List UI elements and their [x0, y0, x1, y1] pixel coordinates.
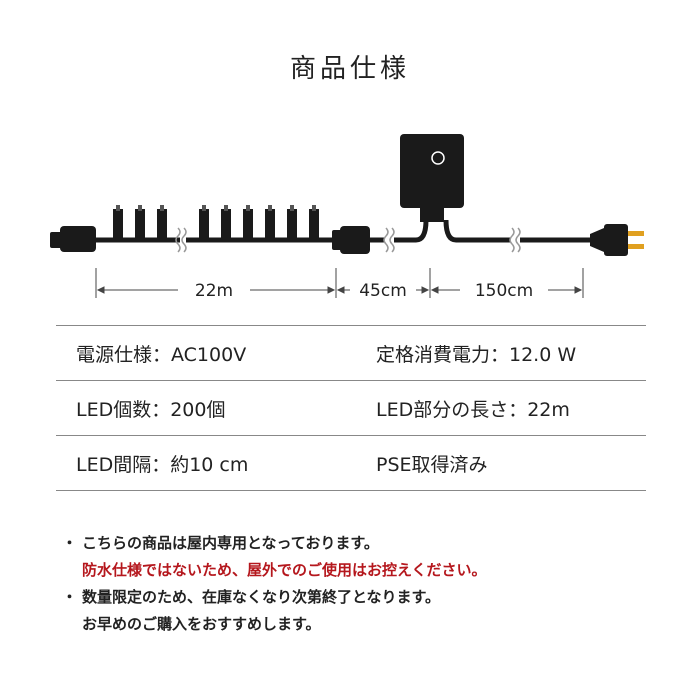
end-connector-icon: [50, 226, 96, 252]
bullet: ・: [62, 588, 78, 606]
dimension-lines: [95, 268, 584, 298]
note-buy-early: お早めのご購入をおすすめします。: [82, 615, 321, 633]
power-plug-icon: [590, 224, 644, 256]
dimension-middle: 45cm: [359, 281, 407, 301]
middle-connector-icon: [332, 226, 370, 254]
product-diagram: 22m 45cm 150cm: [50, 134, 644, 301]
cable-break-icon: [509, 227, 521, 253]
spec-led-spacing: LED間隔：約10 cm: [76, 453, 249, 476]
note-line: ・数量限定のため、在庫なくなり次第終了となります。: [62, 584, 662, 611]
spec-pse: PSE取得済み: [376, 453, 488, 476]
page-title: 商品仕様: [289, 54, 410, 84]
note-limited-stock: 数量限定のため、在庫なくなり次第終了となります。: [82, 588, 441, 606]
led-bulb-icon: [113, 205, 167, 240]
note-line: 防水仕様ではないため、屋外でのご使用はお控えください。: [62, 557, 662, 584]
spec-row: LED間隔：約10 cm PSE取得済み: [56, 436, 646, 491]
note-line: お早めのご購入をおすすめします。: [62, 611, 662, 638]
spec-led-count: LED個数：200個: [76, 398, 226, 421]
controller-box-icon: [400, 134, 464, 243]
note-line: ・こちらの商品は屋内専用となっております。: [62, 530, 662, 557]
cable-break-icon: [175, 227, 187, 253]
cable-break-icon: [383, 227, 395, 253]
dimension-plug-cord: 150cm: [475, 281, 533, 301]
spec-power-supply: 電源仕様：AC100V: [76, 343, 247, 366]
notes: ・こちらの商品は屋内専用となっております。 防水仕様ではないため、屋外でのご使用…: [62, 530, 662, 638]
spec-led-length: LED部分の長さ：22m: [376, 398, 570, 421]
dimension-led-part: 22m: [195, 281, 233, 301]
note-not-waterproof: 防水仕様ではないため、屋外でのご使用はお控えください。: [82, 561, 487, 579]
spec-rated-power: 定格消費電力：12.0 W: [376, 343, 577, 366]
spec-row: LED個数：200個 LED部分の長さ：22m: [56, 381, 646, 436]
bullet: ・: [62, 534, 78, 552]
note-indoor-only: こちらの商品は屋内専用となっております。: [82, 534, 379, 552]
led-bulb-icon: [199, 205, 319, 240]
spec-row: 電源仕様：AC100V 定格消費電力：12.0 W: [56, 326, 646, 381]
spec-table: 電源仕様：AC100V 定格消費電力：12.0 W LED個数：200個 LED…: [56, 325, 646, 491]
